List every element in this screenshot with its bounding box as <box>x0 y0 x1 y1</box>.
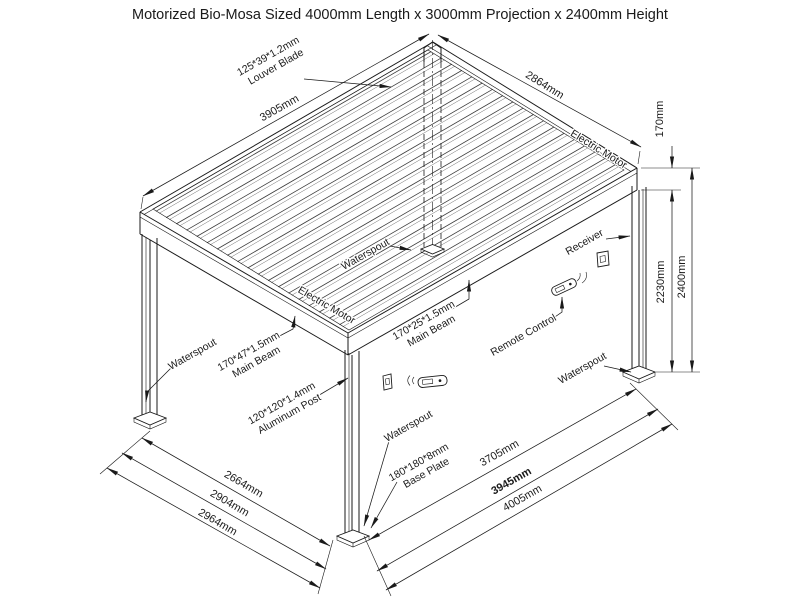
waterspout-center-label: Waterspout <box>339 236 391 273</box>
callout-remote-control: Remote Control <box>487 296 565 360</box>
remote-signal-arc <box>581 271 587 284</box>
fascia-right-front <box>347 167 638 356</box>
electric-motor-right-label: Electric Motor <box>568 127 629 171</box>
dim-170-label: 170mm <box>654 101 666 138</box>
left-post <box>132 234 168 430</box>
front-post <box>335 350 371 548</box>
callout-louver-blade: 125*39*1.2mm Louver Blade <box>234 33 392 90</box>
back-post-drain-column <box>419 40 446 258</box>
remote-signal-arc <box>412 376 415 385</box>
dimension-group-length: 3705mm 3945mm 4005mm <box>363 382 679 597</box>
dim-3905-label: 3905mm <box>258 93 301 125</box>
svg-text:170*47*1.5mm Main Beam: 170*47*1.5mm Main Beam <box>216 328 291 385</box>
remote-signal-arc <box>576 272 581 282</box>
svg-text:180*180*8mm Base Plate: 180*180*8mm Base Plate <box>387 439 460 495</box>
waterspout-left-label: Waterspout <box>166 336 218 373</box>
callout-aluminum-post: 120*120*1.4mm Aluminum Post <box>245 377 349 438</box>
left-base-plate <box>132 411 168 426</box>
wall-switch-icon <box>382 373 393 391</box>
svg-text:125*39*1.2mm Louver Blad: 125*39*1.2mm Louver Blade <box>235 33 310 90</box>
remote-control-icon-front <box>417 374 448 388</box>
callout-base-plate: 180*180*8mm Base Plate <box>370 439 460 529</box>
dimension-2864: 2864mm <box>437 34 642 165</box>
receiver-box-icon <box>596 250 610 268</box>
callout-main-beam-left: 170*47*1.5mm Main Beam <box>214 315 296 385</box>
dim-2230-label: 2230mm <box>655 261 667 304</box>
dimension-2400: 2400mm <box>675 167 695 373</box>
svg-text:170*25*1.5mm Main Beam: 170*25*1.5mm Main Beam <box>391 297 466 354</box>
svg-text:120*120*1.4mm Aluminum P: 120*120*1.4mm Aluminum Post <box>246 378 326 438</box>
fascia-left-front <box>139 211 349 356</box>
right-base-plate <box>621 365 657 380</box>
callout-waterspout-right: Waterspout <box>555 349 632 388</box>
right-post <box>621 186 657 384</box>
dim-2400-label: 2400mm <box>676 256 688 299</box>
waterspout-bottom-label: Waterspout <box>382 408 434 445</box>
remote-control-icon-right <box>551 278 577 296</box>
waterspout-right-label: Waterspout <box>556 350 608 387</box>
back-base-plate <box>419 244 446 255</box>
dim-3705-label: 3705mm <box>478 438 521 470</box>
dimension-2230: 2230mm <box>654 189 700 373</box>
remote-signal-arc <box>407 375 411 386</box>
dimension-group-projection: 2664mm 2904mm 2964mm <box>99 430 334 595</box>
dimension-170: 170mm <box>641 99 700 191</box>
remote-control-label: Remote Control <box>489 312 559 359</box>
drawing-title: Motorized Bio-Mosa Sized 4000mm Length x… <box>132 7 668 23</box>
